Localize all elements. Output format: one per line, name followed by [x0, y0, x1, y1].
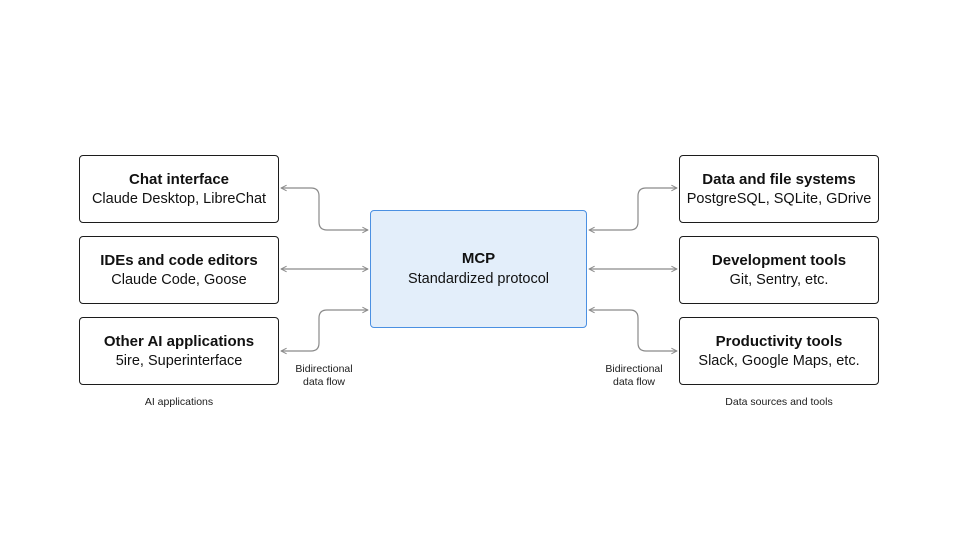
box-subtitle: Git, Sentry, etc.: [729, 271, 829, 288]
box-title: IDEs and code editors: [100, 251, 258, 269]
arrow-mcp-to-data: [589, 188, 677, 230]
flow-label-line: data flow: [302, 376, 346, 388]
hub-title: MCP: [461, 250, 496, 267]
flow-label-line: Bidirectional: [605, 363, 663, 375]
right-flow-label: Bidirectional data flow: [594, 363, 674, 389]
box-ides-code-editors: IDEs and code editors Claude Code, Goose: [79, 236, 279, 304]
box-subtitle: Claude Code, Goose: [111, 271, 247, 288]
left-group-label: AI applications: [144, 396, 214, 408]
right-group-label: Data sources and tools: [725, 396, 833, 408]
box-productivity-tools: Productivity tools Slack, Google Maps, e…: [679, 317, 879, 385]
arrow-mcp-to-productivity: [589, 310, 677, 351]
arrow-chat-to-mcp: [281, 188, 368, 230]
box-title: Other AI applications: [103, 332, 255, 350]
box-data-file-systems: Data and file systems PostgreSQL, SQLite…: [679, 155, 879, 223]
box-subtitle: Slack, Google Maps, etc.: [698, 352, 860, 369]
box-title: Chat interface: [128, 170, 230, 188]
left-flow-label: Bidirectional data flow: [284, 363, 364, 389]
flow-label-line: Bidirectional: [295, 363, 353, 375]
hub-subtitle: Standardized protocol: [407, 271, 550, 287]
box-chat-interface: Chat interface Claude Desktop, LibreChat: [79, 155, 279, 223]
box-title: Development tools: [711, 251, 847, 269]
mcp-hub-box: MCP Standardized protocol: [370, 210, 587, 328]
arrow-other-to-mcp: [281, 310, 368, 351]
box-development-tools: Development tools Git, Sentry, etc.: [679, 236, 879, 304]
box-title: Data and file systems: [702, 170, 856, 188]
box-title: Productivity tools: [715, 332, 843, 350]
box-other-ai-applications: Other AI applications 5ire, Superinterfa…: [79, 317, 279, 385]
box-subtitle: 5ire, Superinterface: [115, 352, 243, 369]
box-subtitle: PostgreSQL, SQLite, GDrive: [686, 190, 872, 207]
box-subtitle: Claude Desktop, LibreChat: [91, 190, 267, 207]
flow-label-line: data flow: [612, 376, 656, 388]
